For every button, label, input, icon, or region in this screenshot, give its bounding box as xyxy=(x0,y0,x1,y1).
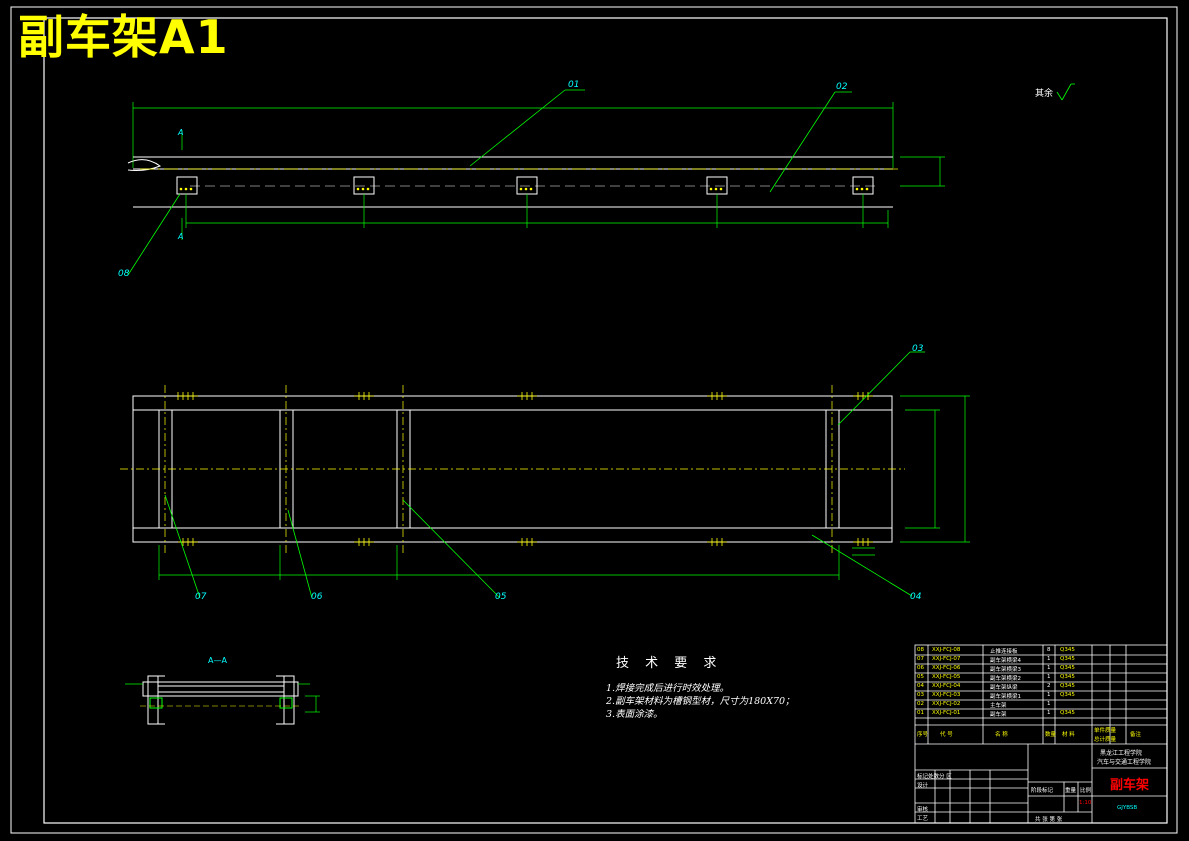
weight-label: 重量 xyxy=(1065,788,1077,794)
row-qty: 2 xyxy=(1047,683,1051,689)
row-code: XXJ-FCJ-06 xyxy=(932,665,961,671)
process-label: 工艺 xyxy=(917,816,929,822)
callout-03: 03 xyxy=(912,344,924,354)
row-no: 05 xyxy=(917,674,924,680)
header-total-mass: 总计质量 xyxy=(1094,737,1117,743)
row-qty: 1 xyxy=(1047,692,1051,698)
tech-item-2: 2.副车架材料为槽钢型材，尺寸为180X70； xyxy=(606,696,795,707)
header-remark: 备注 xyxy=(1130,732,1142,738)
section-a-label: A—A xyxy=(208,656,227,665)
row-name: 副车架横梁3 xyxy=(990,667,1021,673)
inner-border xyxy=(43,17,1168,824)
sheet-count: 共 张 第 张 xyxy=(1035,817,1063,823)
tech-heading: 技 术 要 求 xyxy=(616,656,723,671)
tech-item-1: 1.焊接完成后进行时效处理。 xyxy=(606,683,730,694)
header-unit-mass: 单件质量 xyxy=(1094,728,1117,734)
row-no: 06 xyxy=(917,665,924,671)
row-no: 08 xyxy=(917,647,924,653)
row-name: 副车架 xyxy=(990,712,1007,718)
row-name: 止推连接板 xyxy=(990,649,1018,655)
row-name: 副车架横梁2 xyxy=(990,676,1021,682)
surface-note: 其余 xyxy=(1035,89,1054,99)
school-name: 黑龙江工程学院 xyxy=(1100,750,1143,757)
section-view xyxy=(125,675,320,725)
row-code: XXJ-FCJ-02 xyxy=(932,701,961,707)
row-mat: Q345 xyxy=(1060,665,1075,671)
revision-label: 标记处数分 区 xyxy=(917,774,952,780)
row-mat: Q345 xyxy=(1060,692,1075,698)
header-qty: 数量 xyxy=(1045,732,1057,738)
row-name: 副车架横梁1 xyxy=(990,694,1021,700)
drawing-name: 副车架 xyxy=(1110,778,1150,793)
row-qty: 1 xyxy=(1047,665,1051,671)
row-no: 02 xyxy=(917,701,924,707)
callout-02-top: 02 xyxy=(836,82,848,92)
header-no: 序号 xyxy=(917,732,929,738)
row-qty: 8 xyxy=(1047,647,1051,653)
row-mat: Q345 xyxy=(1060,683,1075,689)
row-qty: 1 xyxy=(1047,674,1051,680)
callout-04: 04 xyxy=(910,592,922,602)
side-view xyxy=(127,102,945,240)
section-marker-top: A xyxy=(178,128,184,137)
callout-05: 05 xyxy=(495,592,507,602)
row-qty: 1 xyxy=(1047,656,1051,662)
leader-lines xyxy=(127,83,1075,599)
header-material: 材 料 xyxy=(1062,732,1075,738)
row-code: XXJ-FCJ-04 xyxy=(932,683,961,689)
row-no: 03 xyxy=(917,692,924,698)
callout-06: 06 xyxy=(311,592,323,602)
row-no: 07 xyxy=(917,656,924,662)
scale-value: 1:10 xyxy=(1079,800,1092,806)
row-code: XXJ-FCJ-03 xyxy=(932,692,961,698)
section-marker-bottom: A xyxy=(178,232,184,241)
header-code: 代 号 xyxy=(940,732,953,738)
plan-view xyxy=(120,385,970,580)
header-name: 名 称 xyxy=(995,732,1008,738)
row-qty: 1 xyxy=(1047,701,1051,707)
college-name: 汽车与交通工程学院 xyxy=(1097,759,1152,766)
callout-07: 07 xyxy=(195,592,207,602)
row-mat: Q345 xyxy=(1060,710,1075,716)
row-name: 副车架横梁4 xyxy=(990,658,1021,664)
row-no: 04 xyxy=(917,683,924,689)
row-mat: Q345 xyxy=(1060,656,1075,662)
row-no: 01 xyxy=(917,710,924,716)
row-mat: Q345 xyxy=(1060,674,1075,680)
row-code: XXJ-FCJ-01 xyxy=(932,710,961,716)
row-code: XXJ-FCJ-07 xyxy=(932,656,961,662)
row-mat: Q345 xyxy=(1060,647,1075,653)
tech-item-3: 3.表面涂漆。 xyxy=(606,709,663,720)
row-name: 主车架 xyxy=(990,703,1007,709)
designer-label: 设计 xyxy=(917,783,929,789)
scale-label: 比例 xyxy=(1080,788,1092,794)
row-code: XXJ-FCJ-05 xyxy=(932,674,961,680)
stage-mark-label: 阶段标记 xyxy=(1031,788,1054,794)
title-block xyxy=(914,644,1168,824)
row-name: 副车架纵梁 xyxy=(990,685,1018,691)
drawing-title: 副车架A1 xyxy=(18,10,229,64)
reviewer-label: 审核 xyxy=(917,807,929,813)
callout-08: 08 xyxy=(118,269,130,279)
outer-border xyxy=(10,6,1178,834)
row-code: XXJ-FCJ-08 xyxy=(932,647,961,653)
callout-01: 01 xyxy=(568,80,580,90)
row-qty: 1 xyxy=(1047,710,1051,716)
drawing-code: GJYBSB xyxy=(1117,805,1138,811)
